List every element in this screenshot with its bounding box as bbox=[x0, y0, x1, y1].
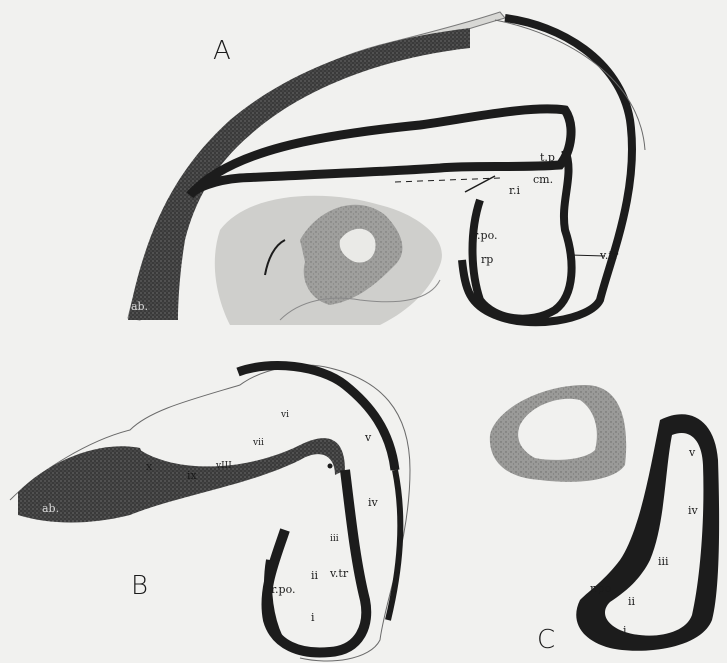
label-v-c: v bbox=[689, 447, 695, 458]
label-i-c: i bbox=[623, 625, 627, 636]
label-rpo-c: r.po bbox=[590, 583, 611, 594]
label-ii-c: ii bbox=[628, 596, 635, 607]
label-iii-c: iii bbox=[658, 556, 669, 567]
figure-c-letter: C bbox=[537, 627, 555, 653]
label-iv-c: iv bbox=[688, 505, 698, 516]
